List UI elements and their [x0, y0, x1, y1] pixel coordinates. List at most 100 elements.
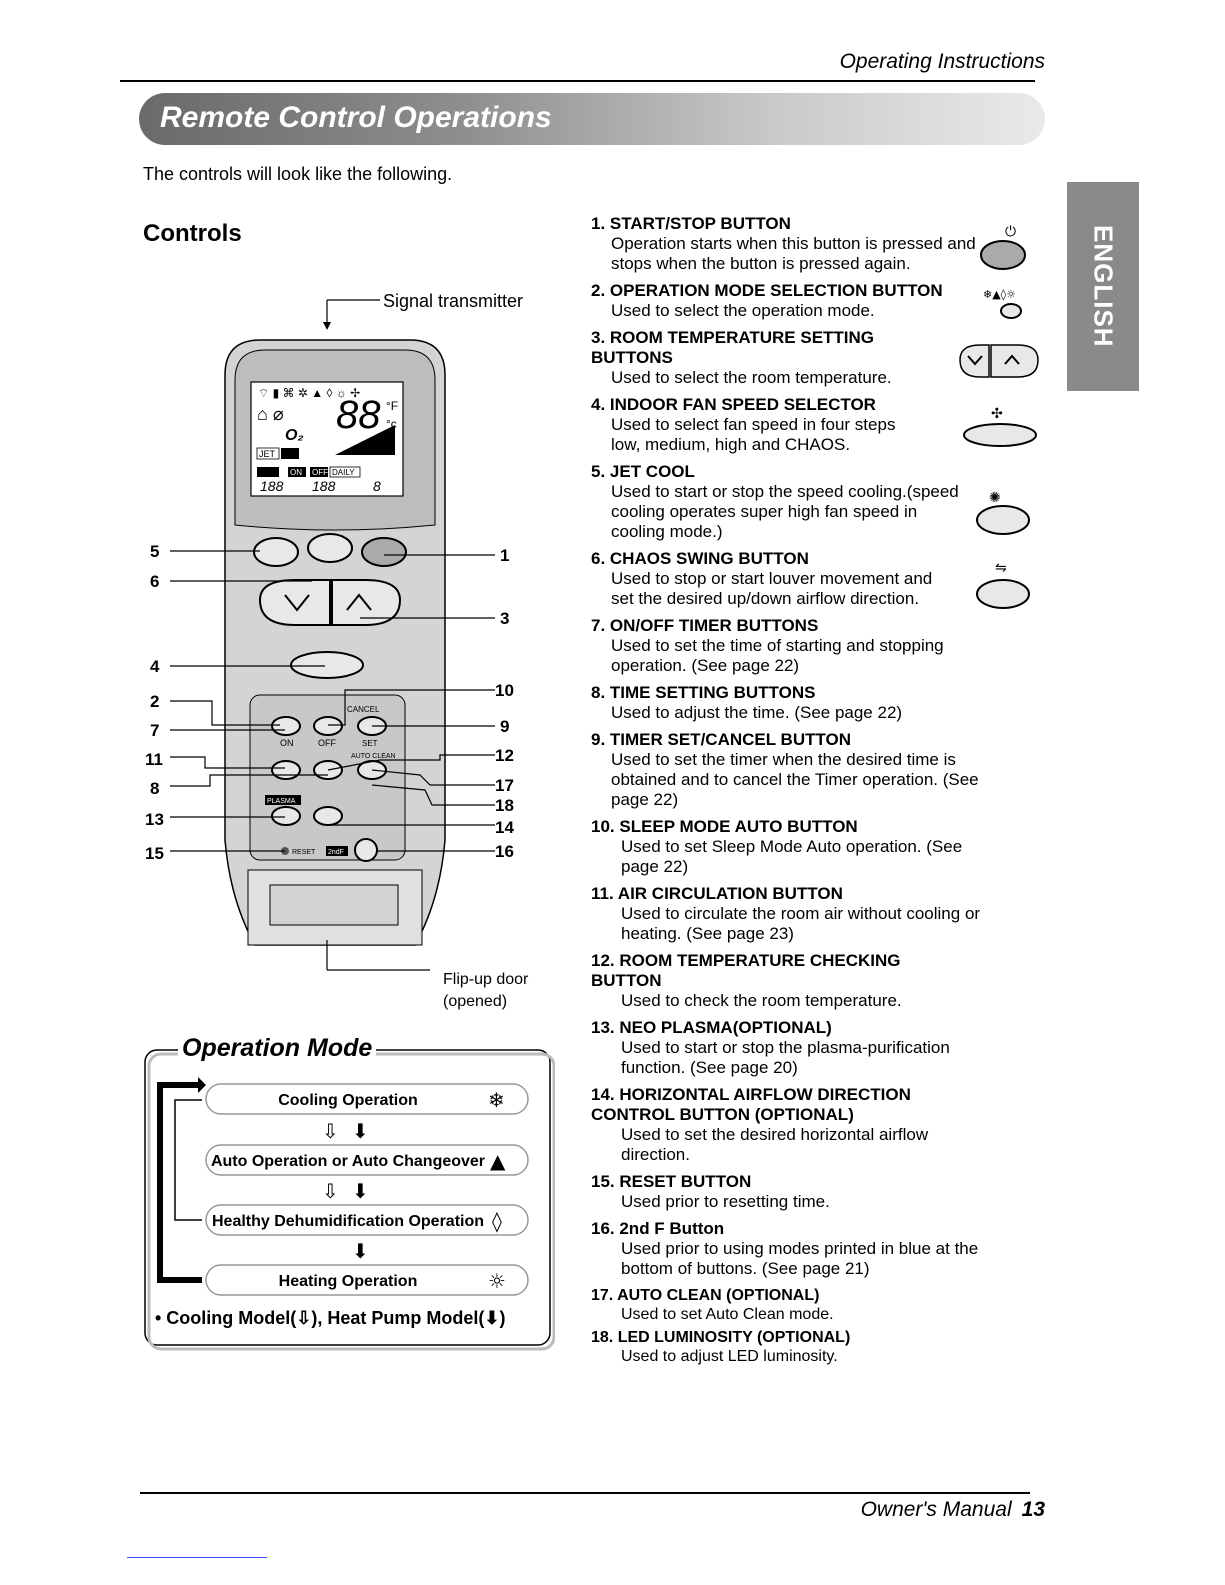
list-item: 13. NEO PLASMA(OPTIONAL)Used to start or…: [591, 1018, 950, 1077]
temp-up-icon: [990, 344, 1039, 378]
callout-7: 7: [150, 721, 159, 740]
svg-text:188: 188: [312, 478, 336, 494]
mode-label-auto: Auto Operation or Auto Changeover: [211, 1153, 485, 1170]
chaos-swing-button: [307, 533, 353, 563]
operation-mode-footer: • Cooling Model(⇩), Heat Pump Model(⬇): [155, 1308, 506, 1328]
list-item: 17. AUTO CLEAN (OPTIONAL)Used to set Aut…: [591, 1287, 834, 1323]
start-stop-button: [361, 537, 407, 567]
svg-text:RESET: RESET: [292, 849, 316, 856]
section-title: Remote Control Operations: [160, 101, 552, 134]
svg-text:CANCEL: CANCEL: [347, 705, 380, 714]
mode-pill-cooling: [205, 1083, 529, 1115]
language-tab-label: ENGLISH: [1088, 225, 1119, 348]
mode-pill-auto: [205, 1144, 529, 1176]
callout-14: 14: [495, 818, 514, 837]
callout-10: 10: [495, 681, 514, 700]
callout-17: 17: [495, 776, 514, 795]
svg-text:188: 188: [260, 478, 284, 494]
arrow-down-filled-icon: ⬇: [352, 1239, 369, 1263]
language-tab: [1067, 182, 1139, 391]
callout-13: 13: [145, 810, 164, 829]
svg-text:DAILY: DAILY: [332, 468, 355, 477]
mode-label-heating: Heating Operation: [279, 1273, 418, 1290]
callout-9: 9: [500, 717, 509, 736]
svg-text:2ndF: 2ndF: [328, 849, 344, 856]
callout-3: 3: [500, 609, 509, 628]
svg-text:OFF: OFF: [312, 468, 328, 477]
svg-text:ON: ON: [280, 738, 294, 748]
flip-door-label-2: (opened): [443, 993, 507, 1010]
fan-speed-button: [290, 651, 364, 679]
mode-label-dehumidify: Healthy Dehumidification Operation: [212, 1213, 484, 1230]
power-icon: ⏻: [1005, 224, 1016, 240]
svg-text:PLASMA: PLASMA: [267, 798, 296, 805]
mode-icons: ❄▲◊☼: [983, 288, 1016, 301]
snowflake-icon: ❄: [488, 1088, 505, 1112]
start-stop-icon: [980, 240, 1026, 270]
footer-manual: Owner's Manual: [860, 1498, 1012, 1521]
list-item: 18. LED LUMINOSITY (OPTIONAL)Used to adj…: [591, 1329, 851, 1365]
fan-level-bars: [335, 425, 395, 455]
jet-button-icon: [976, 505, 1030, 535]
svg-text:O₂: O₂: [285, 427, 304, 444]
mode-button-icon: [1000, 303, 1022, 319]
second-f-button: [354, 838, 378, 862]
svg-text:°F: °F: [386, 399, 398, 413]
fan-button-icon: [963, 423, 1037, 447]
callout-5: 5: [150, 542, 159, 561]
temp-down-icon: [959, 344, 990, 378]
horizontal-airflow-button: [313, 806, 343, 826]
section-banner: [139, 93, 1045, 145]
svg-text:°c: °c: [386, 417, 397, 431]
lcd-digits: 88: [336, 393, 381, 437]
svg-text:ON: ON: [290, 468, 302, 477]
svg-text:SET: SET: [362, 739, 378, 748]
time-down-button: [271, 760, 301, 780]
header-rule: [120, 80, 1035, 82]
link-underline: [127, 1557, 267, 1558]
chevron-up-icon: [346, 593, 372, 611]
jet-icon: ✺: [989, 490, 1001, 506]
operation-mode-diagram: ⇩ ⬇ ⇩ ⬇ ⬇ ❄ ▲ ◊ ☼ Cooling Operation Auto…: [144, 1049, 555, 1351]
droplet-icon: ◊: [492, 1209, 502, 1233]
svg-text:8: 8: [373, 478, 381, 494]
swing-icon: ⇋: [995, 560, 1007, 576]
callout-2: 2: [150, 692, 159, 711]
callout-15: 15: [145, 844, 164, 863]
arrow-down-icon: [323, 322, 331, 330]
arrow-down-filled-icon: ⬇: [352, 1119, 369, 1143]
swing-button-icon: [976, 579, 1030, 609]
button-icon-column: ⏻ ❄▲◊☼ ✣ ✺ ⇋: [959, 224, 1039, 609]
temp-down-button: [258, 579, 331, 626]
fan-icon: ✣: [991, 406, 1003, 422]
controls-heading: Controls: [143, 220, 242, 247]
svg-text:OFF: OFF: [318, 738, 336, 748]
callout-8: 8: [150, 779, 159, 798]
arrow-down-outline-icon: ⇩: [322, 1119, 339, 1143]
auto-icon: ▲: [490, 1149, 506, 1173]
callout-16: 16: [495, 842, 514, 861]
svg-text:AUTO CLEAN: AUTO CLEAN: [351, 753, 396, 760]
callout-6: 6: [150, 572, 159, 591]
jet-cool-button: [253, 537, 299, 567]
callout-1: 1: [500, 546, 509, 565]
page-number: 13: [1021, 1498, 1045, 1521]
header-title: Operating Instructions: [839, 50, 1045, 73]
sleep-auto-button: [313, 716, 343, 736]
svg-text:JET: JET: [259, 449, 276, 459]
flip-door-label: Flip-up door: [443, 971, 529, 988]
callout-4: 4: [150, 657, 160, 676]
callout-12: 12: [495, 746, 514, 765]
